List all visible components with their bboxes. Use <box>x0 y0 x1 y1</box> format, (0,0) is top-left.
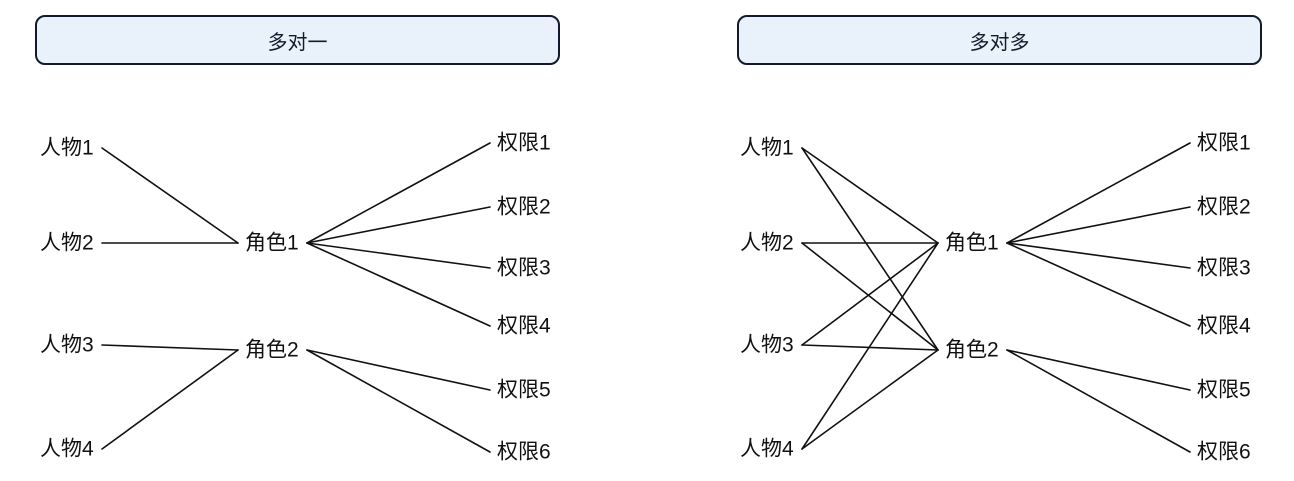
node-many-to-many-q1: 权限1 <box>1197 132 1251 155</box>
edge-many-to-one-p3-r2 <box>101 344 239 351</box>
edge-many-to-one-r1-q2 <box>306 206 491 244</box>
many-to-one-title-label: 多对一 <box>267 31 328 54</box>
node-many-to-one-r1: 角色1 <box>245 232 299 255</box>
node-many-to-many-p3: 人物3 <box>740 334 794 357</box>
edge-many-to-many-p2-r2 <box>801 242 939 351</box>
node-many-to-many-p2: 人物2 <box>740 232 794 255</box>
node-many-to-one-q3: 权限3 <box>497 257 551 280</box>
edge-many-to-many-p3-r1 <box>801 242 939 346</box>
node-many-to-one-q1: 权限1 <box>497 132 551 155</box>
node-many-to-many-q2: 权限2 <box>1197 196 1251 219</box>
many-to-many-title-box: 多对多 <box>737 15 1262 65</box>
edge-many-to-one-r1-q1 <box>306 142 491 244</box>
node-many-to-one-q6: 权限6 <box>497 441 551 464</box>
edge-many-to-one-r2-q5 <box>306 349 491 391</box>
node-many-to-many-q4: 权限4 <box>1197 315 1251 338</box>
edge-many-to-many-r1-q3 <box>1006 242 1191 269</box>
node-many-to-many-q3: 权限3 <box>1197 257 1251 280</box>
node-many-to-one-p1: 人物1 <box>40 137 94 160</box>
node-many-to-one-p3: 人物3 <box>40 334 94 357</box>
node-many-to-many-r2: 角色2 <box>945 339 999 362</box>
edge-many-to-one-p4-r2 <box>101 349 239 450</box>
edge-many-to-one-p1-r1 <box>101 147 239 244</box>
edge-many-to-many-p3-r2 <box>801 344 939 351</box>
edge-many-to-one-r2-q6 <box>306 349 491 453</box>
node-many-to-many-p1: 人物1 <box>740 137 794 160</box>
node-many-to-one-q2: 权限2 <box>497 196 551 219</box>
edge-many-to-one-r1-q4 <box>306 242 491 327</box>
node-many-to-one-p2: 人物2 <box>40 232 94 255</box>
edge-many-to-many-p4-r1 <box>801 242 939 450</box>
node-many-to-one-p4: 人物4 <box>40 438 94 461</box>
edge-many-to-many-p1-r1 <box>801 147 939 244</box>
edge-many-to-many-r1-q1 <box>1006 142 1191 244</box>
edge-many-to-many-r1-q2 <box>1006 206 1191 244</box>
node-many-to-many-q6: 权限6 <box>1197 441 1251 464</box>
many-to-many-title-label: 多对多 <box>969 31 1030 54</box>
node-many-to-many-q5: 权限5 <box>1197 379 1251 402</box>
node-many-to-one-q5: 权限5 <box>497 379 551 402</box>
many-to-one-title-box: 多对一 <box>35 15 560 65</box>
edge-many-to-many-r1-q4 <box>1006 242 1191 327</box>
edge-many-to-many-p4-r2 <box>801 349 939 450</box>
edge-many-to-many-r2-q5 <box>1006 349 1191 391</box>
edge-many-to-many-p1-r2 <box>801 147 939 351</box>
node-many-to-one-q4: 权限4 <box>497 315 551 338</box>
node-many-to-one-r2: 角色2 <box>245 339 299 362</box>
node-many-to-many-r1: 角色1 <box>945 232 999 255</box>
node-many-to-many-p4: 人物4 <box>740 438 794 461</box>
edge-many-to-one-r1-q3 <box>306 242 491 269</box>
edge-many-to-many-r2-q6 <box>1006 349 1191 453</box>
